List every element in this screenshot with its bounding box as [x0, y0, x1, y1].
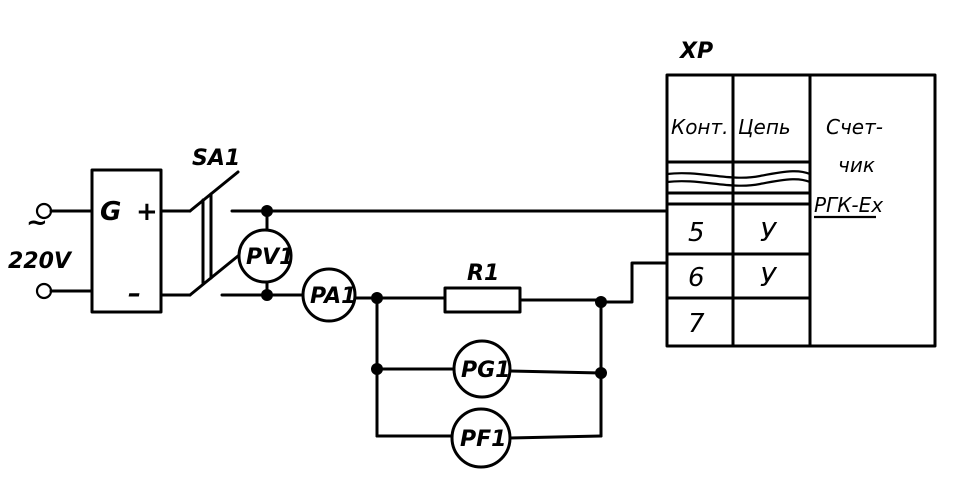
voltmeter-label: PV1 — [246, 245, 294, 270]
switch-blade-bottom — [188, 254, 240, 297]
connector-frame — [665, 73, 937, 348]
input-terminal-bottom — [35, 282, 53, 300]
generator-box — [90, 168, 163, 314]
connector-xp: XP Конт. Цепь 5 У 6 У 7 Счет- чик РГК-Ех — [665, 39, 937, 348]
switch-blade-top — [188, 170, 240, 213]
device-name-line1: Счет- — [826, 115, 883, 139]
meter-pf1-label: PF1 — [460, 427, 506, 452]
ammeter-pa1 — [301, 267, 357, 323]
wire-pf1-right — [508, 434, 603, 440]
switch-sa1: SA1 — [159, 146, 240, 297]
ac-input: ~ 220V — [8, 202, 94, 300]
connector-label: XP — [678, 39, 713, 64]
generator-block: G + – — [90, 168, 163, 314]
device-name-line3: РГК-Ех — [814, 193, 883, 217]
header-circuit: Цепь — [738, 115, 791, 139]
switch-label: SA1 — [192, 146, 240, 171]
header-contact: Конт. — [671, 115, 729, 139]
plus-label: + — [136, 197, 158, 227]
row-6-contact: 6 — [688, 263, 705, 293]
resistor-r1 — [443, 286, 522, 314]
voltage-label: 220V — [8, 249, 73, 274]
meter-pf1 — [450, 407, 512, 469]
resistor-label: R1 — [467, 261, 499, 286]
device-name-line2: чик — [838, 153, 875, 177]
row-5-circuit: У — [760, 218, 778, 248]
ac-symbol: ~ — [26, 208, 48, 238]
meter-pg1-label: PG1 — [461, 358, 511, 383]
row-6-circuit: У — [760, 263, 778, 293]
minus-label: – — [128, 279, 141, 309]
wire-pg1-right — [508, 369, 603, 375]
break-wave-2 — [666, 178, 811, 187]
row-7-contact: 7 — [688, 309, 705, 339]
ammeter-label: PA1 — [310, 284, 356, 309]
row-5-contact: 5 — [688, 218, 705, 248]
meter-pg1 — [452, 339, 512, 399]
generator-label: G — [100, 197, 121, 227]
break-wave-1 — [666, 170, 811, 179]
wire-to-pin-6 — [599, 261, 669, 304]
voltmeter-pv1 — [237, 228, 293, 284]
